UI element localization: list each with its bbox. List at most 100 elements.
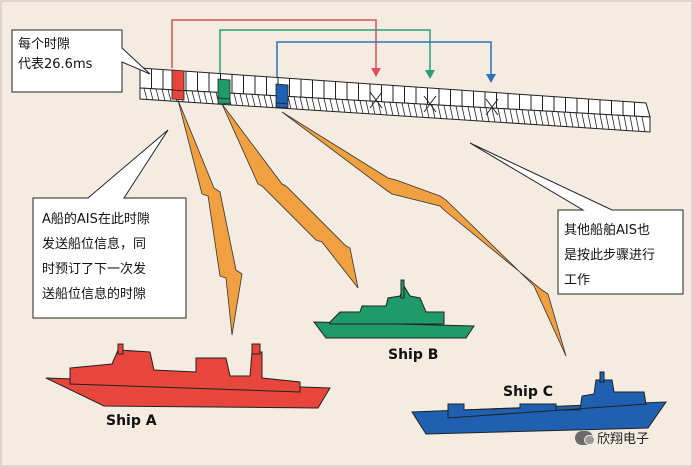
- strip-hatch: [395, 102, 400, 116]
- strip-hatch: [497, 108, 502, 123]
- strip-hatch: [359, 100, 364, 114]
- ship-a-mast: [117, 343, 124, 355]
- strip-hatch: [509, 109, 514, 124]
- strip-hatch: [299, 97, 304, 110]
- strip-hatch: [233, 93, 238, 106]
- arrowhead-green: [425, 70, 435, 79]
- ship-c-label: Ship C: [503, 384, 554, 400]
- arrowhead-red: [371, 68, 381, 77]
- ship-b-superstructure: [329, 284, 445, 325]
- strip-hatch: [191, 90, 196, 103]
- strip-hatch: [389, 102, 394, 116]
- strip-hatch: [623, 115, 628, 131]
- strip-hatch: [491, 108, 496, 123]
- strip-hatch: [209, 91, 214, 104]
- strip-hatch: [149, 88, 154, 100]
- strip-hatch: [587, 113, 592, 129]
- arrowhead-blue: [486, 74, 496, 83]
- ship-b-label: Ship B: [388, 347, 439, 363]
- slot-ship-c: [275, 83, 289, 105]
- reservation-arrows: [171, 19, 496, 83]
- strip-hatch: [419, 103, 424, 118]
- strip-hatch: [461, 106, 466, 121]
- wechat-icon: [575, 430, 595, 445]
- strip-hatch: [563, 112, 568, 127]
- ship-b: [312, 279, 475, 339]
- slot-ship-a-front: [171, 89, 185, 101]
- strip-hatch: [341, 99, 346, 113]
- strip-hatch: [371, 101, 376, 115]
- slot-note-callout: [11, 29, 151, 93]
- strip-hatch: [569, 112, 574, 128]
- strip-hatch: [323, 98, 328, 112]
- slot-duration-note: 每个时隙 代表26.6ms: [18, 37, 93, 72]
- strip-hatch: [581, 113, 586, 129]
- strip-hatch: [515, 109, 520, 124]
- strip-bottom-face: [139, 87, 651, 133]
- strip-hatch: [575, 112, 580, 128]
- ship-a-label: Ship A: [106, 413, 157, 429]
- strip-hatch: [545, 111, 550, 126]
- slot-ship-b: [217, 78, 231, 100]
- strip-hatch: [245, 93, 250, 107]
- ship-c-superstructure: [447, 379, 647, 419]
- watermark-text: 欣翔电子: [597, 432, 650, 447]
- ship-c: [411, 371, 667, 435]
- strip-hatch: [239, 93, 244, 106]
- strip-hatch: [611, 114, 616, 131]
- signal-bolts: [177, 99, 567, 357]
- reservation-arrow-red: [171, 19, 377, 70]
- reserved-slot-green: [423, 95, 437, 113]
- strip-hatch: [401, 102, 406, 117]
- strip-hatch: [557, 111, 562, 127]
- strip-hatch: [413, 103, 418, 118]
- signal-bolt-b: [221, 103, 359, 289]
- strip-hatch: [269, 95, 274, 108]
- strip-hatch: [263, 95, 268, 108]
- strip-hatch: [485, 107, 490, 122]
- strip-hatch: [425, 104, 430, 118]
- strip-hatch: [539, 110, 544, 126]
- strip-hatch: [251, 94, 256, 107]
- strip-hatch: [479, 107, 484, 122]
- signal-bolt-c: [281, 111, 567, 357]
- ship-c-mast: [599, 371, 605, 383]
- ship-a-superstructure: [69, 349, 301, 393]
- strip-hatch: [593, 113, 598, 129]
- reserved-slot-red: [369, 91, 383, 109]
- strip-hatch: [143, 88, 148, 100]
- strip-hatch: [167, 89, 172, 102]
- strip-hatch: [437, 104, 442, 119]
- strip-hatch: [617, 115, 622, 131]
- strip-hatch: [347, 99, 352, 113]
- ship-b-mast: [400, 279, 405, 299]
- reserved-slot-blue: [485, 98, 499, 116]
- strip-hatch: [155, 88, 160, 101]
- strip-hatch: [449, 105, 454, 120]
- strip-hatch: [521, 109, 526, 125]
- ship-a-note: A船的AIS在此时隙 发送船位信息，同 时预订了下一次发 送船位信息的时隙: [42, 212, 150, 302]
- strip-hatch: [293, 96, 298, 110]
- ship-a-note-callout: [32, 129, 187, 319]
- strip-hatch: [467, 106, 472, 121]
- strip-hatch: [203, 91, 208, 104]
- time-slot-strip: [139, 67, 651, 133]
- strip-hatch: [503, 108, 508, 124]
- strip-hatch: [641, 116, 646, 133]
- watermark: 欣翔电子: [575, 428, 649, 447]
- strip-hatch: [329, 98, 334, 112]
- strip-hatch: [635, 116, 640, 132]
- strip-hatch: [533, 110, 538, 125]
- strip-hatch: [473, 107, 478, 122]
- slot-ship-a: [171, 69, 185, 92]
- reservation-arrow-green: [219, 29, 431, 73]
- strip-hatch: [185, 90, 190, 103]
- strip-hatch: [383, 101, 388, 116]
- other-note-callout: [469, 142, 684, 295]
- strip-hatch: [455, 106, 460, 120]
- strip-hatch: [257, 94, 262, 107]
- strip-hatch: [527, 110, 532, 125]
- strip-hatch: [605, 114, 610, 130]
- strip-hatch: [287, 96, 292, 109]
- slot-ship-c-front: [275, 102, 289, 109]
